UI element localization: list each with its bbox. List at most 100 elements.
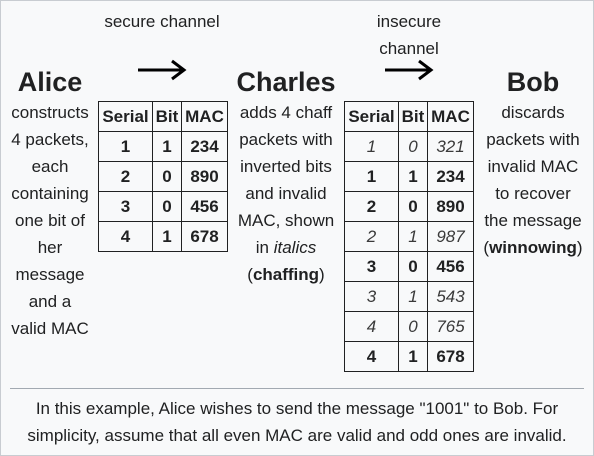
insecure-channel-label: insecure channel (354, 8, 464, 62)
bob-desc-line: packets with (486, 130, 580, 149)
table-row: 1 1 234 (98, 131, 228, 162)
bob-desc-line: (winnowing) (478, 234, 588, 261)
charles-desc-line: adds 4 chaff (239, 103, 333, 122)
header-serial: Serial (344, 101, 399, 132)
insecure-channel-arrow-icon (385, 59, 434, 81)
cell-serial: 4 (98, 221, 153, 252)
cell-serial: 2 (344, 221, 399, 252)
header-serial: Serial (98, 101, 153, 132)
insecure-channel-line1: insecure (376, 12, 442, 31)
bob-desc-line: the message (484, 211, 582, 230)
cell-serial: 2 (344, 191, 399, 222)
cell-mac: 987 (427, 221, 474, 252)
table-row: 4 1 678 (98, 221, 228, 252)
cell-serial: 1 (344, 131, 399, 162)
table-row: 2 0 890 (98, 161, 228, 192)
cell-bit: 0 (151, 161, 183, 192)
alice-description: constructs 4 packets, each containing on… (2, 99, 98, 342)
charles-packet-table: Serial Bit MAC 1 0 321 1 1 234 2 0 890 2… (344, 101, 474, 372)
charles-desc-line: MAC, shown (237, 211, 335, 230)
cell-mac: 321 (427, 131, 474, 162)
header-mac: MAC (427, 101, 474, 132)
cell-bit: 1 (151, 221, 183, 252)
cell-bit: 0 (397, 251, 429, 282)
cell-serial: 4 (344, 341, 399, 372)
charles-desc-close: ) (319, 265, 325, 284)
insecure-channel-line2: channel (379, 39, 439, 58)
table-row: 3 0 456 (344, 251, 474, 282)
charles-desc-line: inverted bits (240, 157, 332, 176)
secure-channel-label: secure channel (104, 12, 220, 31)
bob-name: Bob (506, 67, 560, 97)
table-row: 2 1 987 (344, 221, 474, 252)
bob-desc-line: invalid MAC (487, 157, 579, 176)
alice-desc-line: each (31, 157, 69, 176)
charles-desc-prefix: in (255, 238, 274, 257)
alice-desc-line: valid MAC (11, 319, 89, 338)
cell-mac: 678 (181, 221, 228, 252)
caption-line1: In this example, Alice wishes to send th… (35, 399, 559, 418)
bob-desc-close: ) (576, 238, 583, 257)
cell-bit: 0 (397, 191, 429, 222)
alice-desc-line: containing (11, 184, 89, 203)
cell-mac: 234 (427, 161, 474, 192)
cell-bit: 0 (151, 191, 183, 222)
charles-desc-italic: italics (273, 238, 317, 257)
alice-desc-line: message (15, 265, 85, 284)
bob-desc-winnowing: winnowing (489, 238, 577, 257)
figure-caption: In this example, Alice wishes to send th… (8, 395, 586, 449)
table-row: 3 1 543 (344, 281, 474, 312)
bob-desc-open: ( (483, 238, 490, 257)
table-row: 1 1 234 (344, 161, 474, 192)
alice-packet-table: Serial Bit MAC 1 1 234 2 0 890 3 0 456 4… (98, 101, 228, 252)
cell-mac: 543 (427, 281, 474, 312)
cell-bit: 0 (397, 311, 429, 342)
cell-bit: 1 (397, 341, 429, 372)
alice-desc-line: and a (28, 292, 72, 311)
table-row: 4 1 678 (344, 341, 474, 372)
alice-desc-line: one bit of (15, 211, 85, 230)
charles-description: adds 4 chaff packets with inverted bits … (228, 99, 344, 288)
table-row: 3 0 456 (98, 191, 228, 222)
table-header-row: Serial Bit MAC (98, 101, 228, 132)
header-mac: MAC (181, 101, 228, 132)
secure-channel-arrow-icon (138, 59, 187, 81)
cell-serial: 1 (344, 161, 399, 192)
cell-serial: 4 (344, 311, 399, 342)
charles-desc-line: packets with (239, 130, 333, 149)
alice-desc-line: 4 packets, (11, 130, 89, 149)
cell-bit: 0 (397, 131, 429, 162)
alice-desc-line: her (37, 238, 63, 257)
cell-bit: 1 (397, 221, 429, 252)
alice-name: Alice (17, 67, 83, 97)
cell-mac: 456 (427, 251, 474, 282)
caption-divider (10, 388, 584, 389)
bob-description: discards packets with invalid MAC to rec… (478, 99, 588, 261)
cell-serial: 2 (98, 161, 153, 192)
cell-mac: 890 (181, 161, 228, 192)
cell-serial: 1 (98, 131, 153, 162)
cell-serial: 3 (344, 251, 399, 282)
cell-bit: 1 (397, 161, 429, 192)
cell-mac: 890 (427, 191, 474, 222)
alice-desc-line: constructs (11, 103, 89, 122)
bob-desc-line: to recover (495, 184, 571, 203)
cell-mac: 234 (181, 131, 228, 162)
cell-bit: 1 (151, 131, 183, 162)
cell-serial: 3 (344, 281, 399, 312)
cell-mac: 456 (181, 191, 228, 222)
charles-desc-line: in italics (228, 234, 344, 261)
table-row: 1 0 321 (344, 131, 474, 162)
caption-line2: simplicity, assume that all even MAC are… (27, 426, 567, 445)
charles-desc-line: (chaffing) (228, 261, 344, 288)
table-header-row: Serial Bit MAC (344, 101, 474, 132)
cell-mac: 765 (427, 311, 474, 342)
header-bit: Bit (151, 101, 183, 132)
table-row: 2 0 890 (344, 191, 474, 222)
charles-name: Charles (236, 67, 336, 97)
cell-serial: 3 (98, 191, 153, 222)
table-row: 4 0 765 (344, 311, 474, 342)
charles-desc-open: ( (247, 265, 253, 284)
bob-desc-line: discards (501, 103, 565, 122)
cell-mac: 678 (427, 341, 474, 372)
